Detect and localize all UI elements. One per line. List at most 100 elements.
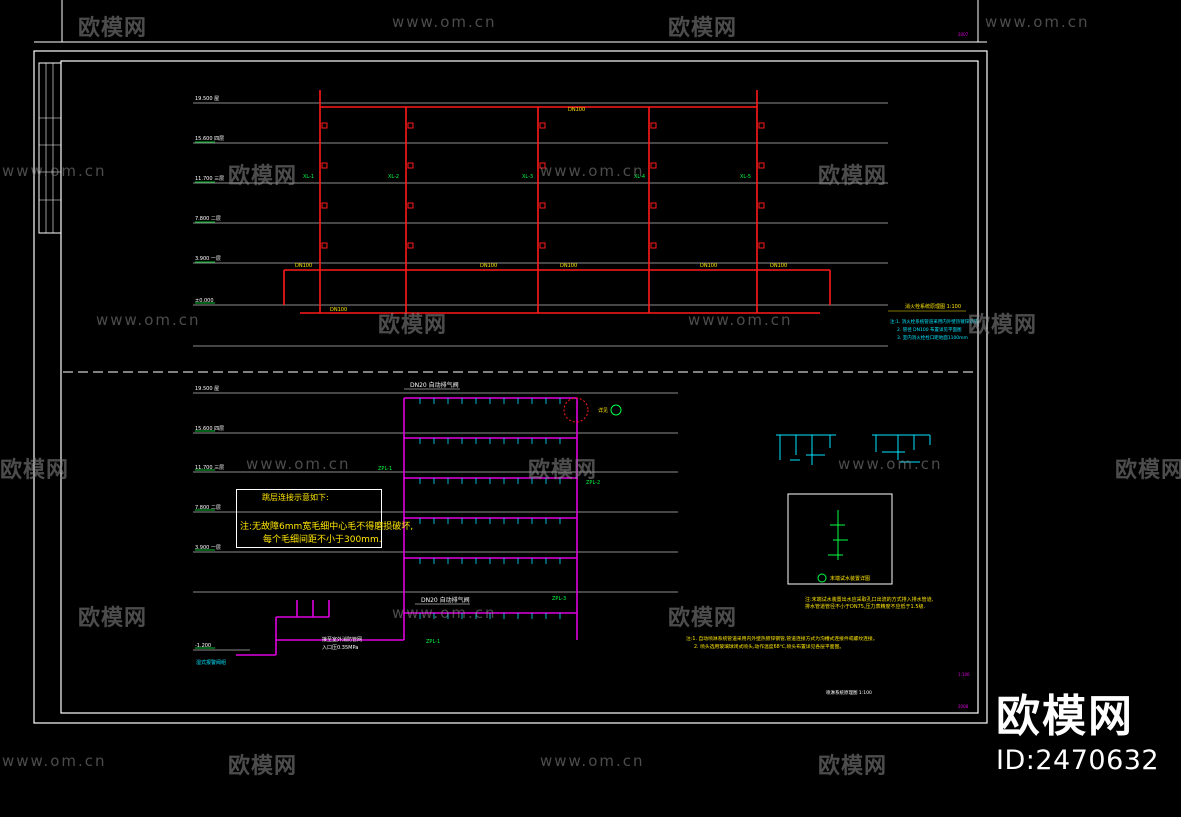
upper-riser-tags: XL-2 XL-3 XL-4 XL-5 XL-1 xyxy=(303,174,751,180)
hydrant-symbol xyxy=(650,242,657,249)
svg-text:DN100: DN100 xyxy=(330,307,347,313)
hydrant-symbol xyxy=(758,242,765,249)
watermark-logo: 欧模网 xyxy=(818,164,888,189)
lower-floor-leaders xyxy=(195,430,215,649)
upper-annotations: DN100 DN100 DN100 DN100 DN100 DN100 DN10… xyxy=(295,107,787,313)
watermark-logo: 欧模网 xyxy=(1115,458,1181,483)
upper-floor-leaders xyxy=(195,141,215,304)
note-box xyxy=(236,489,382,548)
svg-text:入口压0.35MPa: 入口压0.35MPa xyxy=(322,645,358,651)
svg-text:XL-4: XL-4 xyxy=(634,174,645,180)
watermark-logo: 欧模网 xyxy=(378,313,448,338)
hydrant-symbol xyxy=(321,122,328,129)
svg-text:DN100: DN100 xyxy=(568,107,585,113)
svg-text:3. 室内消火栓栓口距地面1100mm: 3. 室内消火栓栓口距地面1100mm xyxy=(897,334,968,341)
svg-text:7.800 二层: 7.800 二层 xyxy=(195,216,221,222)
svg-text:11.700 三层: 11.700 三层 xyxy=(195,465,224,471)
upper-notes: 消火栓系统原理图 1:100 注:1. 消火栓系统管道采用内外壁热镀锌钢管 2.… xyxy=(888,303,979,341)
svg-text:DN100: DN100 xyxy=(770,263,787,269)
svg-text:-1.200: -1.200 xyxy=(195,643,211,649)
svg-text:±0.000: ±0.000 xyxy=(195,298,214,304)
svg-text:ZPL-2: ZPL-2 xyxy=(586,480,600,486)
svg-text:11.700 三层: 11.700 三层 xyxy=(195,176,224,182)
hydrant-symbol xyxy=(758,122,765,129)
svg-text:注:1. 消火栓系统管道采用内外壁热镀锌钢管: 注:1. 消火栓系统管道采用内外壁热镀锌钢管 xyxy=(890,318,979,325)
svg-text:3.900 一层: 3.900 一层 xyxy=(195,256,221,262)
lower-annotations: DN20 自动排气阀 DN20 自动排气阀 详见 ZPL-1 ZPL-2 ZPL… xyxy=(196,381,622,666)
watermark-logo: 欧模网 xyxy=(78,16,148,41)
lower-floor-lines xyxy=(193,392,678,651)
watermark-url: www.om.cn xyxy=(838,455,943,473)
hydrant-symbol xyxy=(650,202,657,209)
svg-text:7.800 二层: 7.800 二层 xyxy=(195,505,221,511)
detail-frame: 末端试水装置详图 注:末端试水装置出水应采取孔口出流的方式排入排水管道, 排水管… xyxy=(787,493,934,610)
watermark-logo: 欧模网 xyxy=(818,754,888,779)
svg-text:1:100: 1:100 xyxy=(958,672,970,677)
svg-text:接至室外消防管网: 接至室外消防管网 xyxy=(322,636,362,643)
valve-detail-drawings xyxy=(776,434,931,465)
watermark-logo: 欧模网 xyxy=(0,458,70,483)
dn20-top-label: DN20 自动排气阀 xyxy=(410,381,459,389)
watermark-logo: 欧模网 xyxy=(228,754,298,779)
hydrant-symbol xyxy=(650,122,657,129)
upper-floor-labels: 19.500 屋 15.600 四层 11.700 三层 7.800 二层 3.… xyxy=(195,96,224,304)
upper-floor-lines xyxy=(193,102,888,347)
hydrant-symbol xyxy=(407,162,414,169)
svg-text:3.900 一层: 3.900 一层 xyxy=(195,545,221,551)
watermark-url: www.om.cn xyxy=(392,13,497,31)
svg-text:DN100: DN100 xyxy=(480,263,497,269)
svg-text:15.600 四层: 15.600 四层 xyxy=(195,136,224,142)
svg-text:2008: 2008 xyxy=(958,704,969,709)
hydrant-symbol xyxy=(758,162,765,169)
watermark-url: www.om.cn xyxy=(2,752,107,770)
svg-text:2. 喷头选用玻璃球闭式喷头,动作温度68℃,喷头布置详见各: 2. 喷头选用玻璃球闭式喷头,动作温度68℃,喷头布置详见各层平面图。 xyxy=(694,643,844,650)
svg-text:19.500 屋: 19.500 屋 xyxy=(195,386,219,392)
watermark-url: www.om.cn xyxy=(540,752,645,770)
svg-text:XL-3: XL-3 xyxy=(522,174,533,180)
svg-text:注:末端试水装置出水应采取孔口出流的方式排入排水管道,: 注:末端试水装置出水应采取孔口出流的方式排入排水管道, xyxy=(805,596,934,603)
hydrant-symbol xyxy=(539,122,546,129)
hydrant-symbol xyxy=(321,242,328,249)
svg-text:2. 管径 DN100 布置详见平面图: 2. 管径 DN100 布置详见平面图 xyxy=(897,326,962,333)
drawing-frame: 2007 2008 1:100 xyxy=(33,0,988,724)
svg-text:注:1. 自动喷淋系统管道采用内外壁热镀锌钢管,管道连接方式: 注:1. 自动喷淋系统管道采用内外壁热镀锌钢管,管道连接方式为沟槽式连接件或螺纹… xyxy=(686,635,878,642)
svg-text:ZPL-3: ZPL-3 xyxy=(552,596,566,602)
sprinkler-heads xyxy=(419,398,561,619)
lower-right-notes: 注:1. 自动喷淋系统管道采用内外壁热镀锌钢管,管道连接方式为沟槽式连接件或螺纹… xyxy=(686,635,878,650)
note-box-line2: 每个毛细间距不小于300mm. xyxy=(263,535,382,545)
hydrant-symbol xyxy=(539,202,546,209)
svg-text:ZPL-1: ZPL-1 xyxy=(378,466,392,472)
hydrant-symbol xyxy=(407,242,414,249)
hydrant-symbol xyxy=(407,122,414,129)
watermark-url: www.om.cn xyxy=(688,311,793,329)
sheet-caption: 喷淋系统原理图 1:100 xyxy=(826,689,872,696)
fire-hydrant-markers xyxy=(321,122,765,249)
watermark-url: www.om.cn xyxy=(96,311,201,329)
lower-floor-labels: 19.500 屋 15.600 四层 11.700 三层 7.800 二层 3.… xyxy=(195,386,224,649)
brand-name: 欧模网 xyxy=(996,691,1134,742)
watermark-logo: 欧模网 xyxy=(668,606,738,631)
watermark-logo: 欧模网 xyxy=(78,606,148,631)
detail-title-text: 末端试水装置详图 xyxy=(830,575,870,582)
svg-text:湿式报警阀组: 湿式报警阀组 xyxy=(196,659,226,666)
svg-text:排水管道管径不小于DN75,压力表精度不应低于1.5级.: 排水管道管径不小于DN75,压力表精度不应低于1.5级. xyxy=(805,603,925,610)
fire-pipe-network xyxy=(283,90,831,314)
svg-text:XL-5: XL-5 xyxy=(740,174,751,180)
note-box-line1: 注:无故障6mm宽毛细中心毛不得磨损破坏, xyxy=(240,522,414,532)
hydrant-symbol xyxy=(407,202,414,209)
upper-title-text: 消火栓系统原理图 1:100 xyxy=(905,303,961,310)
watermark-url: www.om.cn xyxy=(392,604,497,622)
svg-text:ZPL-1: ZPL-1 xyxy=(426,639,440,645)
hydrant-symbol xyxy=(758,202,765,209)
svg-text:XL-2: XL-2 xyxy=(388,174,399,180)
svg-text:DN100: DN100 xyxy=(560,263,577,269)
svg-text:15.600 四层: 15.600 四层 xyxy=(195,426,224,432)
watermark-logo: 欧模网 xyxy=(668,16,738,41)
hydrant-symbol xyxy=(321,162,328,169)
svg-text:XL-1: XL-1 xyxy=(303,174,314,180)
svg-text:DN100: DN100 xyxy=(700,263,717,269)
svg-text:19.500 屋: 19.500 屋 xyxy=(195,96,219,102)
svg-text:详见: 详见 xyxy=(598,407,608,414)
brand-id: ID:2470632 xyxy=(996,745,1160,776)
